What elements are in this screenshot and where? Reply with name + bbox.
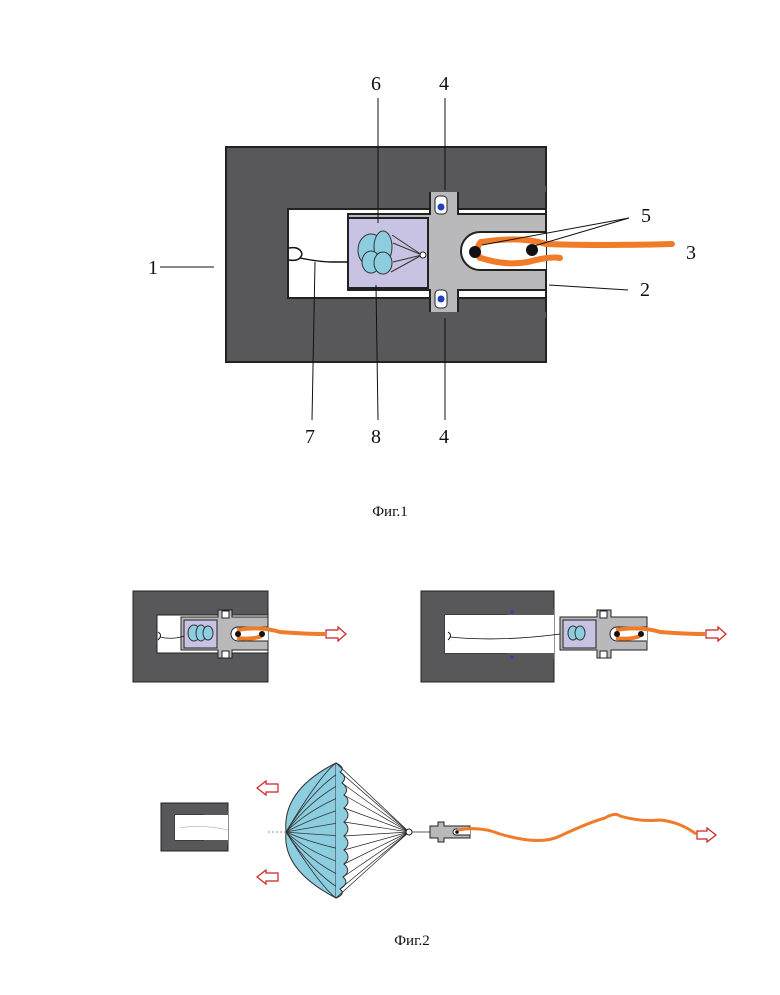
stage-b [421,591,726,682]
roller-left [469,246,481,258]
figure-1-caption: Фиг.1 [372,504,408,520]
figure-2-caption: Фиг.2 [394,933,430,949]
label-7: 7 [305,426,315,448]
tether-hook [289,248,302,261]
label-2: 2 [640,279,650,301]
label-3: 3 [686,242,696,264]
stage-c [161,763,716,898]
released-cord [458,814,696,840]
label-5: 5 [641,205,651,227]
label-6: 6 [371,73,381,95]
slider-guide-bottom [426,312,546,318]
label-1: 1 [148,257,158,279]
canopy-ring [420,252,426,258]
label-8: 8 [371,426,381,448]
figure-1: 1 2 3 4 4 5 6 7 8 Фиг.1 [148,73,696,520]
figure-2: Фиг.2 [133,591,726,949]
slider-guide-top [426,186,546,192]
stage-a [133,591,346,682]
label-4-bottom: 4 [439,426,449,448]
label-4-top: 4 [439,73,449,95]
